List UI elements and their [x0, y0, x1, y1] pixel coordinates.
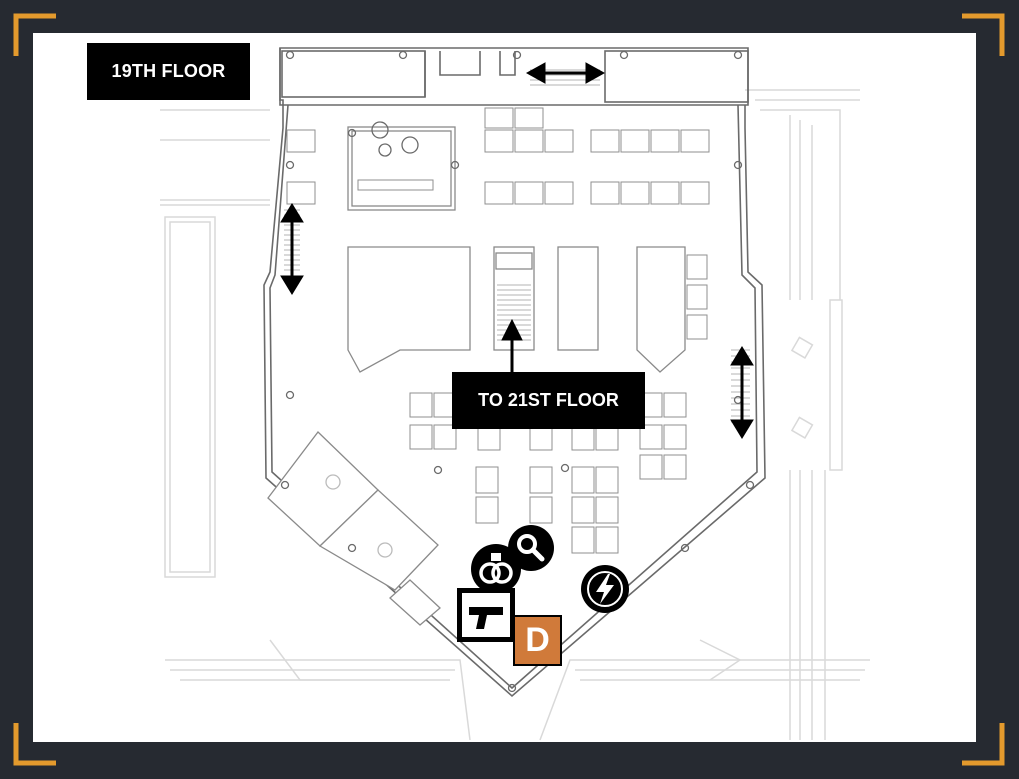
corner-bracket-bottom-right	[962, 723, 1005, 766]
elevator-arrows	[280, 62, 754, 439]
callout-label-stairs: TO 21ST FLOOR	[452, 372, 645, 429]
floor-plan	[160, 47, 870, 741]
search-icon[interactable]	[507, 524, 555, 572]
building-walls	[263, 47, 766, 698]
surroundings	[160, 89, 870, 741]
corner-bracket-bottom-left	[13, 723, 56, 766]
callout-arrow	[501, 318, 523, 372]
corner-bracket-top-right	[962, 13, 1005, 56]
columns	[280, 50, 755, 693]
handcuffs-icon[interactable]	[470, 543, 522, 595]
pistol-icon[interactable]	[456, 587, 516, 643]
rooms	[267, 126, 686, 626]
corner-bracket-top-left	[13, 13, 56, 56]
objective-d-marker[interactable]: D	[513, 615, 562, 666]
floor-label: 19TH FLOOR	[87, 43, 250, 100]
desks	[286, 107, 710, 554]
lightning-icon[interactable]	[580, 564, 630, 614]
